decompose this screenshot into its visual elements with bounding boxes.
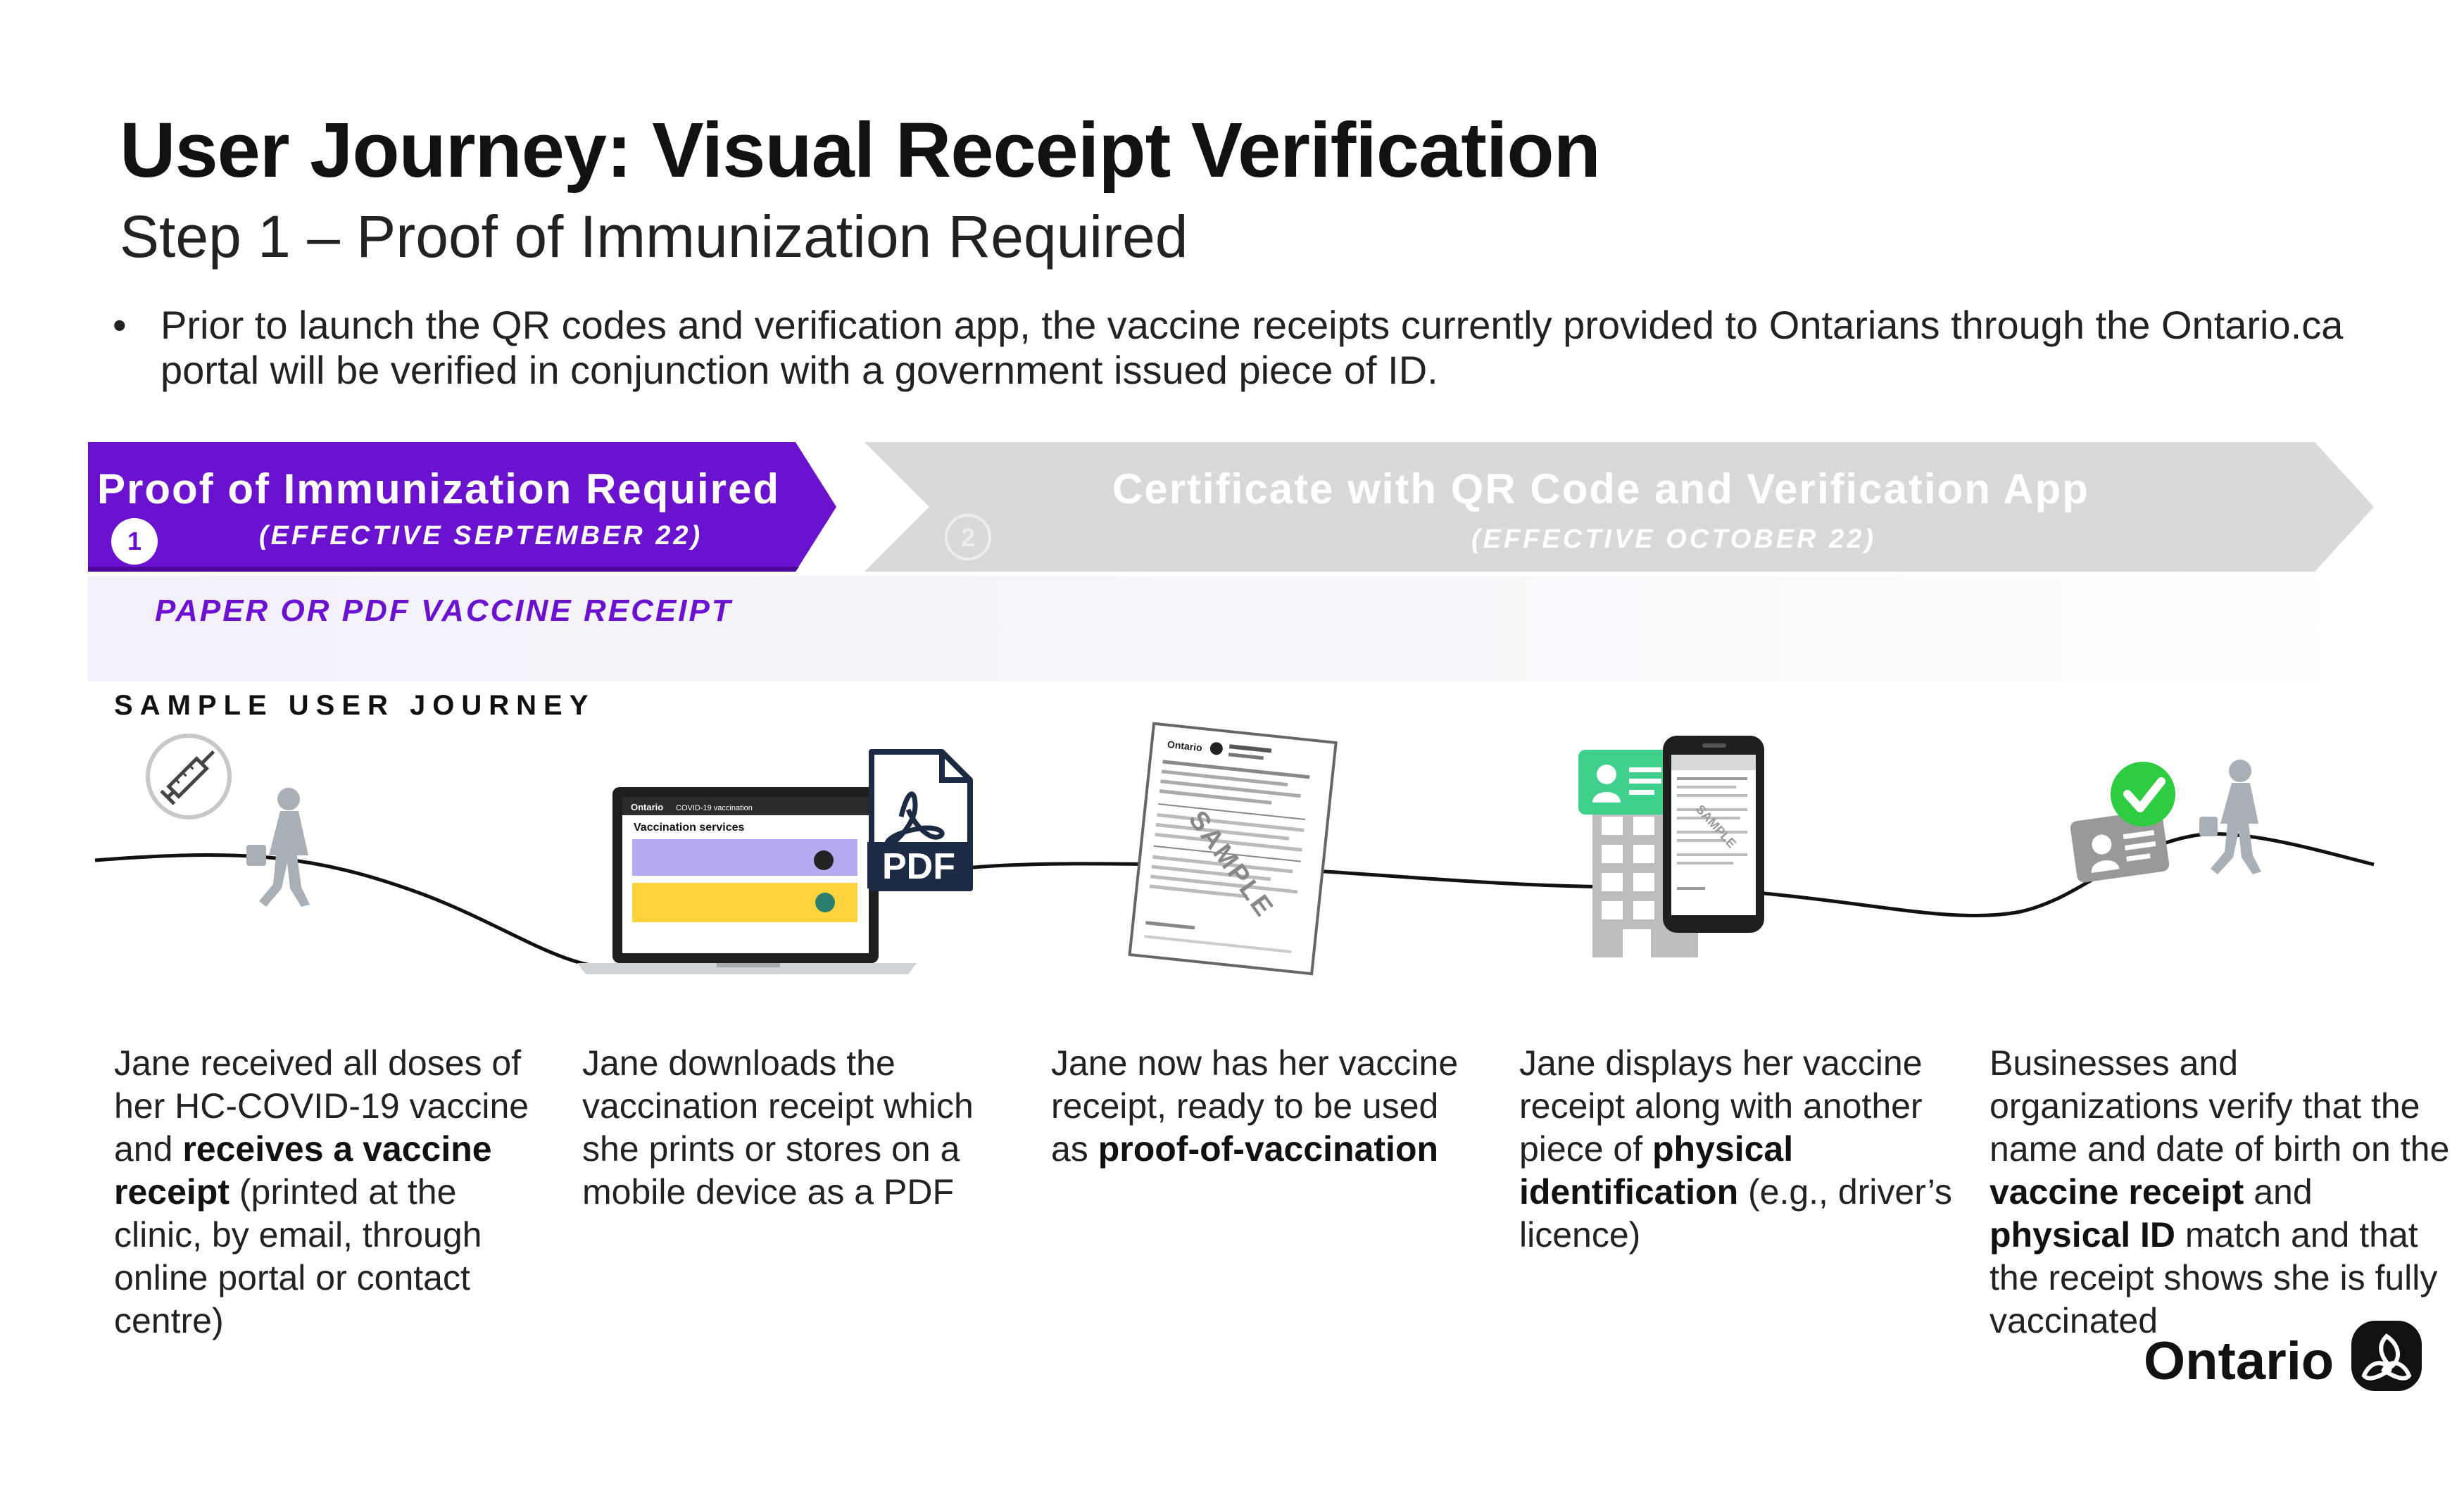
bullet-glyph: • bbox=[113, 303, 127, 347]
intro-text: Prior to launch the QR codes and verific… bbox=[161, 303, 2344, 392]
step-text-segment: Jane displays her vaccine receipt along … bbox=[1519, 1043, 1923, 1169]
walking-woman-icon bbox=[2199, 760, 2261, 874]
step-text-segment: (e.g., driver’s licence) bbox=[1519, 1172, 1952, 1255]
step-5-description: Businesses and organizations verify that… bbox=[1990, 1042, 2454, 1343]
laptop-icon: Ontario COVID-19 vaccination Vaccination… bbox=[577, 787, 917, 974]
step-text-segment: match and that the receipt shows she is … bbox=[1990, 1215, 2438, 1340]
step-text-segment: Businesses and organizations verify that… bbox=[1990, 1043, 2450, 1169]
step-text-emphasis: proof-of-vaccination bbox=[1098, 1129, 1439, 1169]
stage-2-date: (EFFECTIVE OCTOBER 22) bbox=[1471, 524, 1877, 554]
step-3-description: Jane now has her vaccine receipt, ready … bbox=[1051, 1042, 1473, 1171]
check-icon bbox=[2111, 762, 2175, 826]
stage-1-date: (EFFECTIVE SEPTEMBER 22) bbox=[259, 521, 703, 551]
phone-icon: SAMPLE bbox=[1663, 736, 1764, 933]
step-text-emphasis: physical ID bbox=[1990, 1215, 2175, 1255]
step-text-segment: and bbox=[2244, 1172, 2313, 1212]
stage-2-arrow bbox=[865, 442, 2374, 572]
step-text-segment: Jane received all doses of her HC-COVID-… bbox=[114, 1043, 529, 1169]
journey-label: SAMPLE USER JOURNEY bbox=[114, 690, 596, 721]
step-text-emphasis: physical identification bbox=[1519, 1129, 1794, 1212]
step-1-description: Jane received all doses of her HC-COVID-… bbox=[114, 1042, 536, 1343]
stage-2-number: 2 bbox=[945, 514, 991, 560]
step-text-segment: Jane now has her vaccine receipt, ready … bbox=[1051, 1043, 1459, 1169]
step-2-description: Jane downloads the vaccination receipt w… bbox=[582, 1042, 1005, 1214]
step-text-segment: (printed at the clinic, by email, throug… bbox=[114, 1172, 482, 1340]
stage-1-arrow-shadow bbox=[88, 567, 799, 572]
ontario-trillium-icon bbox=[2351, 1321, 2422, 1391]
ontario-logo-text: Ontario bbox=[2144, 1331, 2334, 1391]
walking-woman-icon bbox=[246, 788, 310, 907]
page-subtitle: Step 1 – Proof of Immunization Required bbox=[120, 203, 1188, 270]
laptop-section: Vaccination services bbox=[634, 822, 745, 834]
laptop-heading: COVID-19 vaccination bbox=[676, 804, 753, 812]
pdf-file-icon: PDF bbox=[867, 749, 973, 891]
step-text-emphasis: receives a vaccine receipt bbox=[114, 1129, 492, 1212]
receipt-band bbox=[88, 576, 2362, 681]
verified-id-card-icon bbox=[2070, 810, 2170, 883]
intro-bullet: • Prior to launch the QR codes and verif… bbox=[113, 303, 2365, 393]
stage-1-arrow bbox=[88, 442, 836, 572]
page-title: User Journey: Visual Receipt Verificatio… bbox=[120, 107, 1601, 194]
step-4-description: Jane displays her vaccine receipt along … bbox=[1519, 1042, 1956, 1257]
step-text-segment: Jane downloads the vaccination receipt w… bbox=[582, 1043, 974, 1212]
step-text-emphasis: vaccine receipt bbox=[1990, 1172, 2244, 1212]
stage-1-title: Proof of Immunization Required bbox=[97, 465, 780, 513]
band-label: PAPER OR PDF VACCINE RECEIPT bbox=[155, 593, 733, 628]
vaccine-receipt-icon: Ontario SAMPLE bbox=[1128, 722, 1338, 976]
syringe-icon bbox=[146, 734, 232, 819]
laptop-brand: Ontario bbox=[631, 802, 663, 812]
receipt-brand: Ontario bbox=[1167, 738, 1202, 753]
id-card-icon bbox=[1578, 750, 1671, 815]
pdf-label: PDF bbox=[882, 846, 955, 887]
stage-1-number: 1 bbox=[111, 518, 158, 565]
stage-2-title: Certificate with QR Code and Verificatio… bbox=[1112, 465, 2089, 513]
